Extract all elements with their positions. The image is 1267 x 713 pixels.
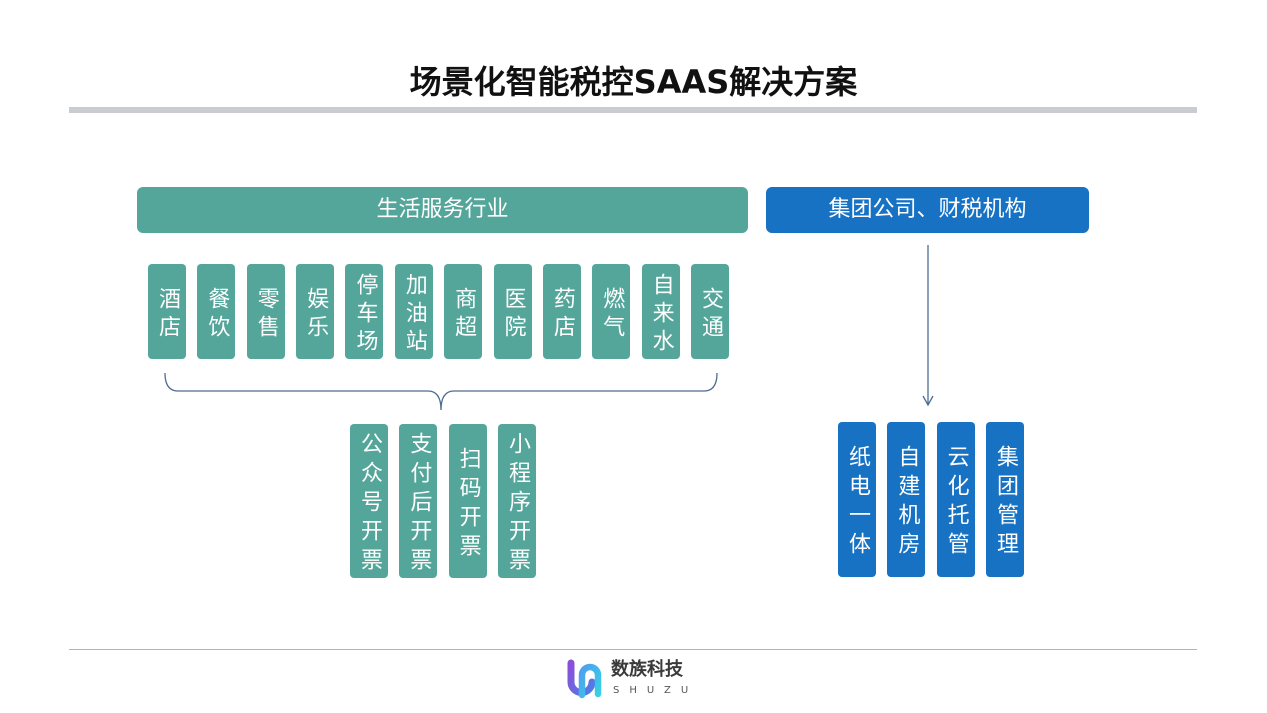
shuzu-logo-icon (567, 659, 602, 699)
group-solution-label: 云化托管 (943, 445, 969, 561)
company-latin-name: SHUZU (613, 685, 699, 696)
industry-item: 药店 (542, 264, 581, 359)
industry-label: 商超 (451, 286, 477, 343)
life-services-header: 生活服务行业 (137, 187, 748, 233)
invoicing-method-list: 公众号开票 支付后开票 扫码开票 小程序开票 (350, 424, 536, 578)
industry-list: 酒店 餐饮 零售 娱乐 停车场 加油站 商超 医院 药店 燃气 自来水 交通 (148, 264, 729, 359)
group-solution-label: 纸电一体 (845, 445, 870, 561)
invoicing-method-item: 支付后开票 (399, 424, 438, 578)
group-solution-item: 自建机房 (887, 422, 926, 577)
industry-item: 交通 (690, 264, 729, 359)
group-solution-label: 集团管理 (992, 445, 1018, 561)
industry-label: 自来水 (648, 272, 674, 357)
industry-label: 交通 (697, 286, 723, 343)
industry-item: 燃气 (592, 264, 631, 359)
invoicing-method-label: 扫码开票 (455, 446, 481, 563)
industry-item: 商超 (444, 264, 483, 359)
industry-item: 自来水 (641, 264, 680, 359)
industry-label: 餐饮 (204, 286, 230, 343)
invoicing-method-item: 小程序开票 (497, 424, 536, 578)
industry-label: 酒店 (155, 286, 180, 343)
footer-divider (69, 649, 1197, 650)
group-finance-header-label: 集团公司、财税机构 (828, 197, 1027, 222)
invoicing-method-label: 支付后开票 (406, 432, 432, 577)
group-solution-item: 云化托管 (936, 422, 975, 577)
down-arrow (922, 245, 934, 407)
industry-label: 娱乐 (303, 286, 329, 343)
industry-label: 燃气 (599, 286, 625, 343)
title-underline-bar (69, 107, 1197, 113)
industry-item: 加油站 (394, 264, 433, 359)
group-finance-header: 集团公司、财税机构 (766, 187, 1089, 233)
industry-item: 娱乐 (296, 264, 335, 359)
industry-item: 停车场 (345, 264, 384, 359)
industry-item: 医院 (493, 264, 532, 359)
industry-item: 酒店 (148, 264, 186, 359)
industry-label: 医院 (500, 286, 526, 343)
industry-item: 餐饮 (197, 264, 236, 359)
industry-label: 加油站 (401, 272, 427, 357)
industry-item: 零售 (246, 264, 285, 359)
company-name: 数族科技 (611, 659, 683, 680)
invoicing-method-label: 公众号开票 (357, 432, 382, 577)
life-services-header-label: 生活服务行业 (376, 197, 509, 222)
industry-label: 药店 (549, 286, 575, 343)
group-solution-item: 纸电一体 (838, 422, 876, 577)
invoicing-method-item: 扫码开票 (448, 424, 487, 578)
invoicing-method-label: 小程序开票 (504, 432, 530, 577)
grouping-brace (164, 372, 718, 411)
industry-label: 停车场 (352, 272, 378, 357)
group-solution-list: 纸电一体 自建机房 云化托管 集团管理 (838, 422, 1024, 577)
industry-label: 零售 (253, 286, 279, 343)
group-solution-item: 集团管理 (985, 422, 1024, 577)
group-solution-label: 自建机房 (894, 445, 920, 561)
slide-title: 场景化智能税控SAAS解决方案 (409, 63, 858, 101)
invoicing-method-item: 公众号开票 (350, 424, 388, 578)
